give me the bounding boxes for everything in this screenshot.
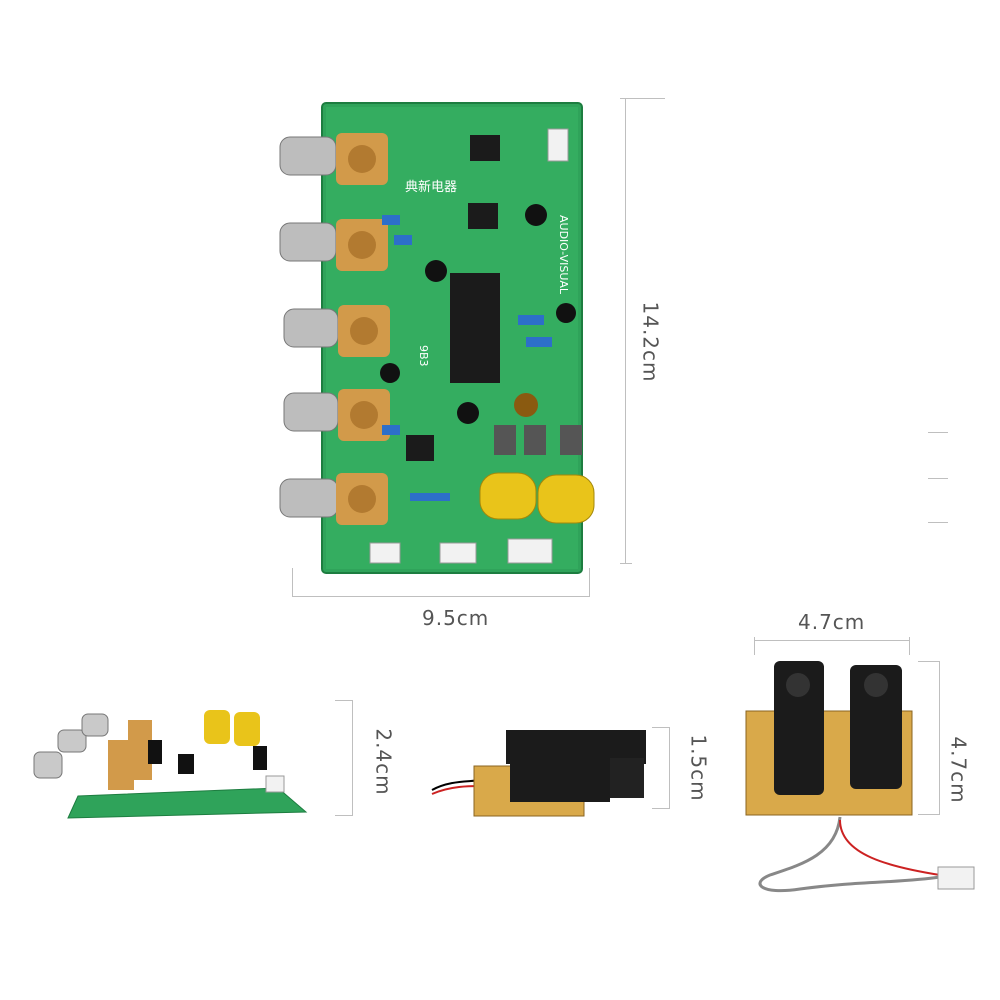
board-audio: AUDIO-VISUAL	[557, 215, 570, 295]
jack-side-height-label: 1.5cm	[686, 734, 711, 802]
main-board-photo: 典新电器 AUDIO-VISUAL 9B3	[279, 102, 595, 574]
jack-height-label: 4.7cm	[946, 736, 971, 804]
main-ic	[450, 273, 500, 383]
main-height-label: 14.2cm	[638, 301, 663, 383]
yellow-cap-2	[537, 474, 595, 524]
knob-1	[279, 133, 388, 185]
board-brand: 典新电器	[405, 179, 457, 195]
jack-front-photo	[745, 661, 975, 893]
knob-3	[283, 305, 390, 357]
yellow-cap-1	[479, 472, 537, 520]
side-height-label: 2.4cm	[371, 728, 396, 796]
board-code: 9B3	[417, 345, 430, 367]
jack-side-photo	[431, 730, 646, 817]
main-width-label: 9.5cm	[422, 606, 490, 630]
knob-2	[279, 219, 388, 271]
knob-4	[283, 389, 390, 441]
knob-5	[279, 473, 388, 525]
side-board-photo	[33, 710, 308, 819]
jack-width-label: 4.7cm	[798, 610, 866, 634]
